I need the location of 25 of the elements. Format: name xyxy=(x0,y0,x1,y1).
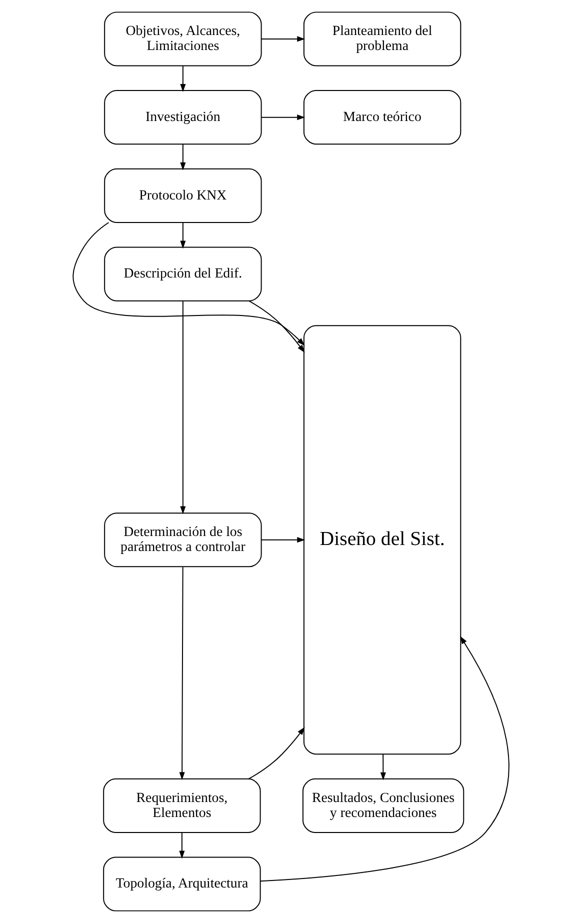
arrow xyxy=(180,144,186,170)
arrow xyxy=(179,566,185,780)
node-box: Descripción del Edif. xyxy=(104,246,262,302)
arrow xyxy=(261,537,306,543)
node-box: Requerimientos, Elementos xyxy=(103,778,261,833)
arrow xyxy=(260,636,510,882)
arrow xyxy=(248,727,305,780)
node-box: Determinación de los parámetros a controlar xyxy=(104,512,262,568)
arrow xyxy=(180,65,186,92)
node-box: Planteamiento del problema xyxy=(303,12,462,66)
node-box: Marco teórico xyxy=(303,90,462,145)
arrow xyxy=(180,300,186,514)
arrow xyxy=(248,300,305,353)
arrow xyxy=(261,114,306,120)
arrow xyxy=(179,832,185,859)
node-box: Investigación xyxy=(104,90,262,145)
node-box: Objetivos, Alcances, Limitaciones xyxy=(104,12,262,66)
node-box: Diseño del Sist. xyxy=(303,325,462,755)
arrow xyxy=(380,754,386,780)
node-box: Topología, Arquitectura xyxy=(103,856,261,912)
node-box: Resultados, Conclusiones y recomendaciones xyxy=(302,778,464,833)
arrow xyxy=(72,222,305,346)
arrow xyxy=(180,222,186,249)
arrow xyxy=(261,36,306,42)
node-box: Protocolo KNX xyxy=(104,168,262,223)
